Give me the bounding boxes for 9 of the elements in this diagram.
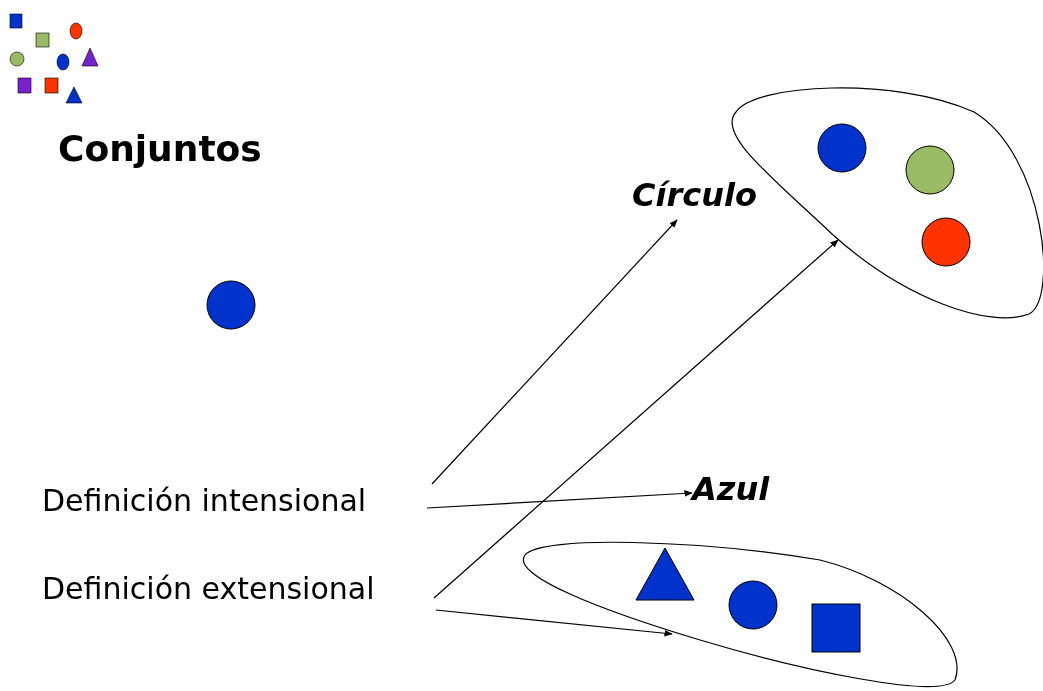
- definition-label: Definición intensional: [42, 483, 367, 518]
- arrow: [433, 239, 839, 599]
- definition-label: Definición extensional: [42, 571, 375, 606]
- set-name: Azul: [692, 470, 770, 508]
- set-name: Círculo: [632, 176, 757, 214]
- arrow: [426, 490, 693, 509]
- arrow: [435, 609, 673, 637]
- arrow: [431, 219, 678, 485]
- heading: Conjuntos: [58, 128, 262, 169]
